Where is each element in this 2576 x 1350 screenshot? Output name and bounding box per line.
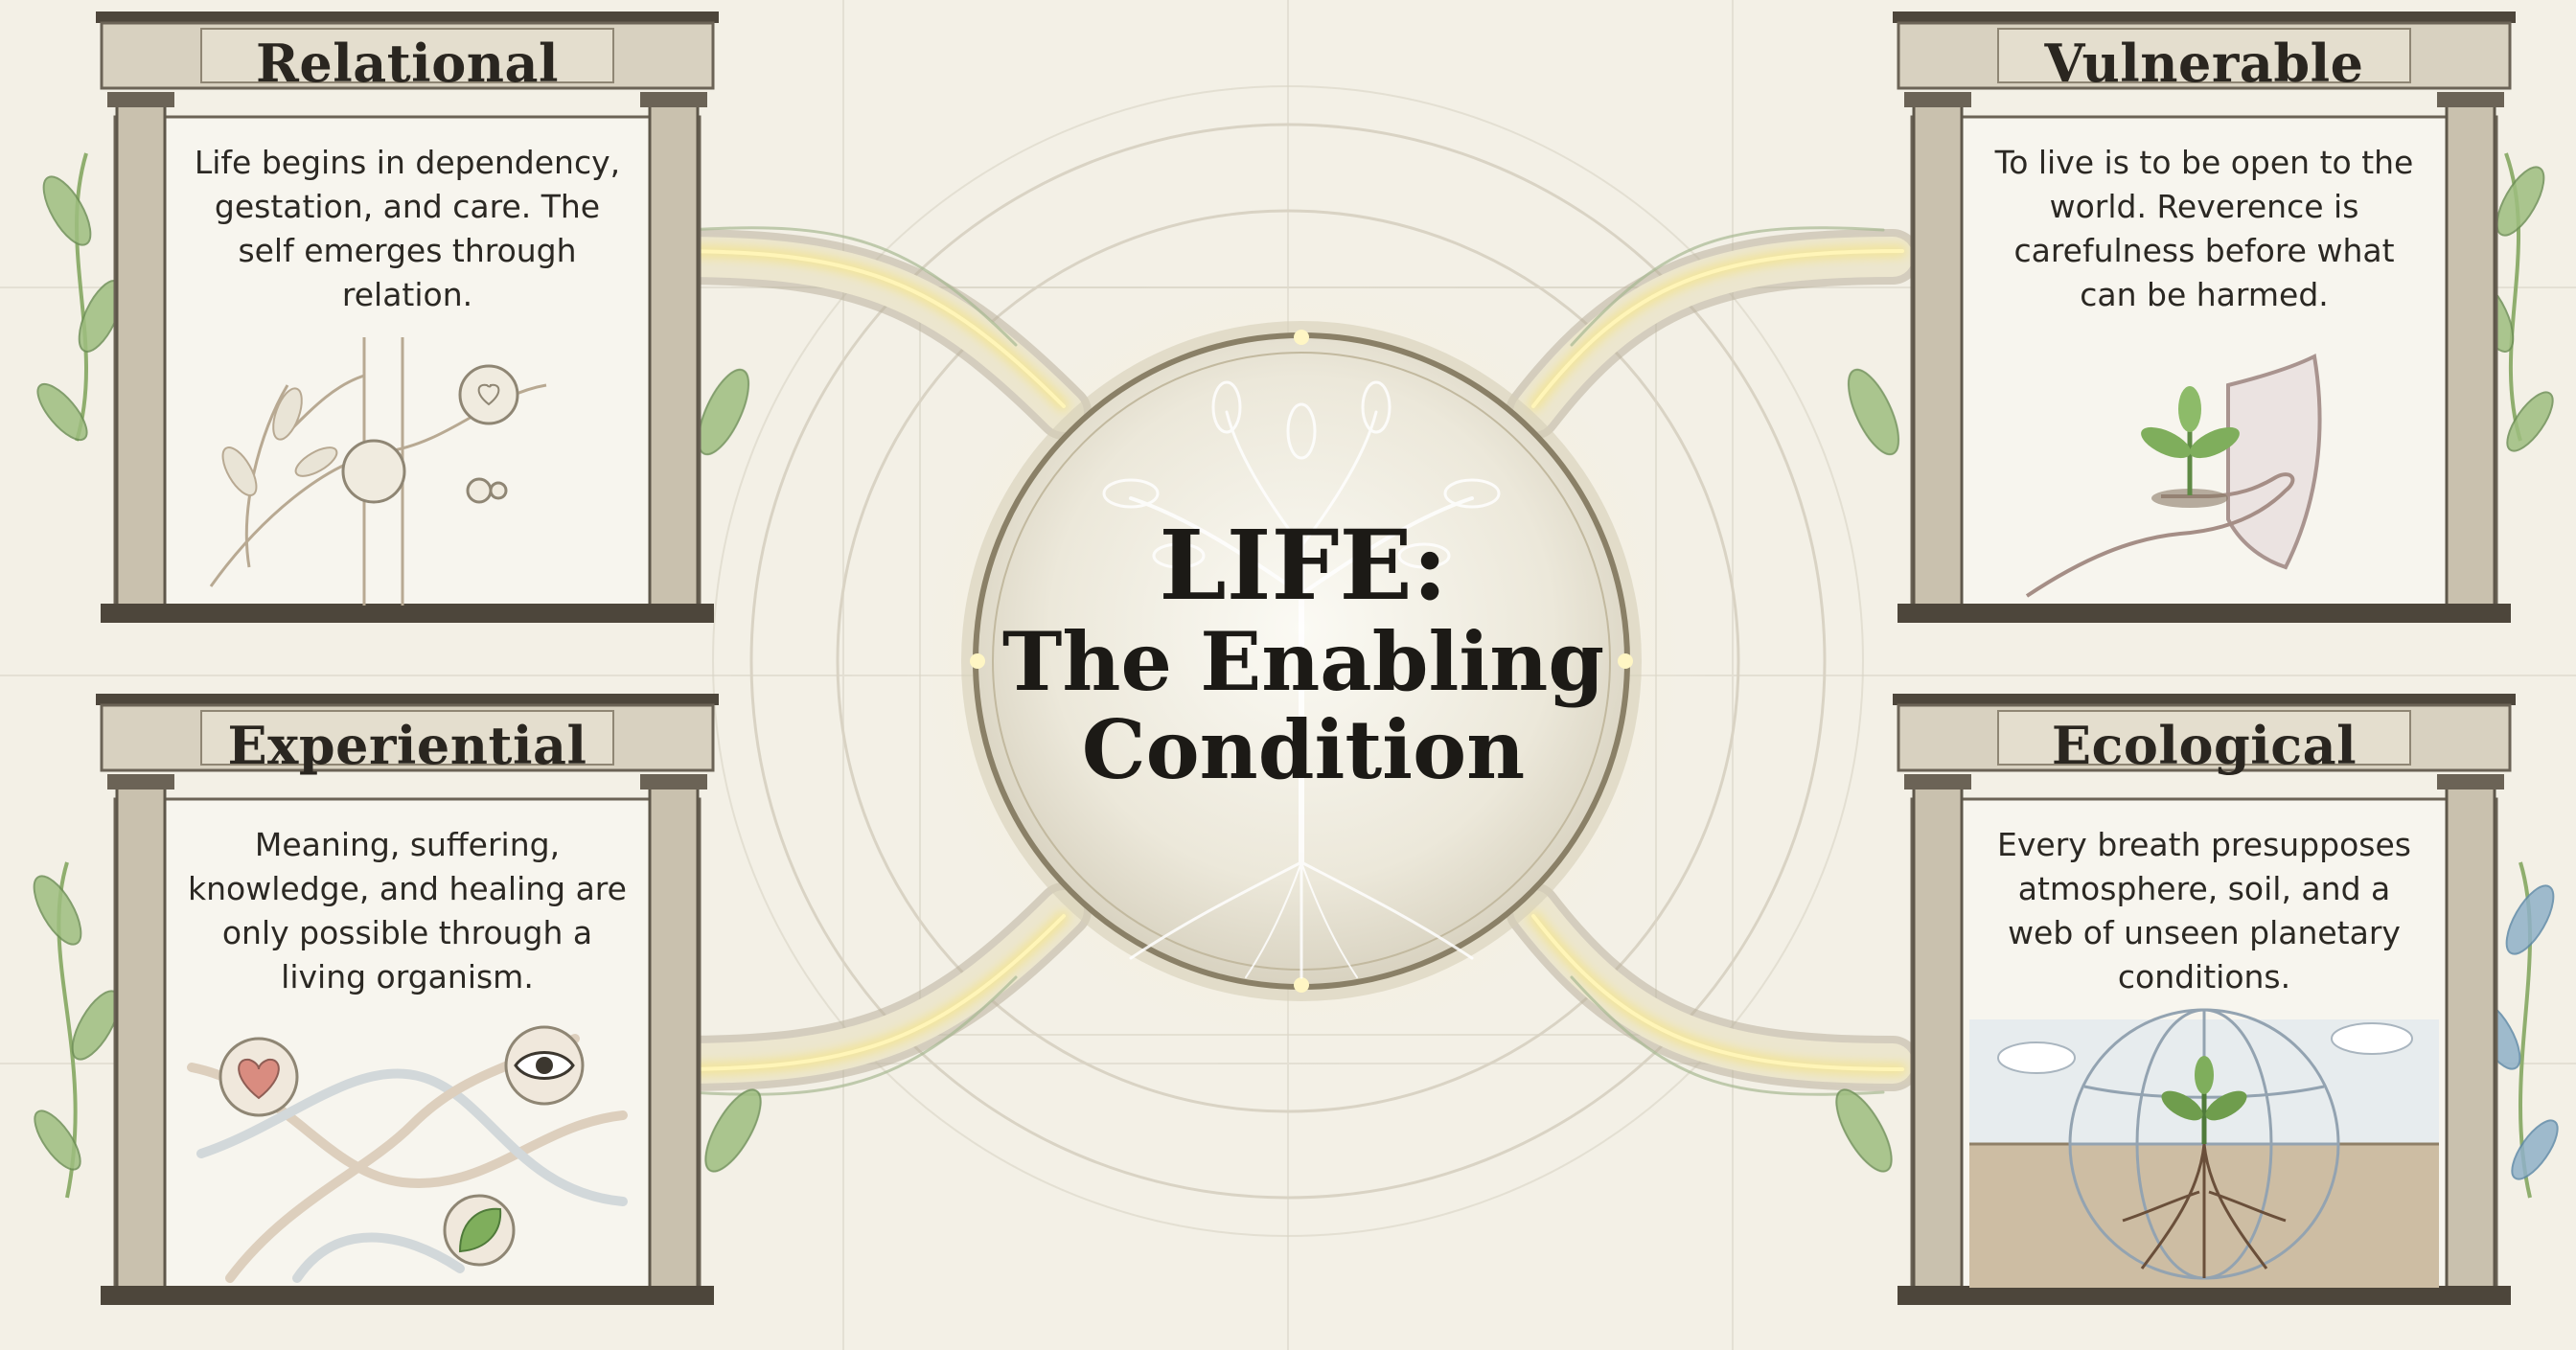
panel-title: Vulnerable: [1893, 33, 2516, 94]
eye-icon: [506, 1027, 583, 1104]
hub-title-line2: The Enabling: [997, 618, 1610, 706]
panel-title: Ecological: [1893, 715, 2516, 776]
panel-description: Meaning, suffering, knowledge, and heali…: [187, 823, 628, 999]
heart-icon: [460, 366, 518, 423]
panel-title: Relational: [96, 33, 719, 94]
panel-experiential: Experiential Meaning, suffering, knowled…: [96, 694, 719, 1307]
panel-description: Every breath presupposes atmosphere, soi…: [1984, 823, 2425, 999]
vulnerable-illustration: [1969, 299, 2439, 606]
experiential-illustration: [172, 981, 642, 1288]
panel-title: Experiential: [96, 715, 719, 776]
hub-title: LIFE: The Enabling Condition: [997, 513, 1610, 794]
shield-icon: [2228, 356, 2320, 567]
panel-relational: Relational Life begins in dependency, ge…: [96, 11, 719, 625]
panel-description: Life begins in dependency, gestation, an…: [187, 141, 628, 317]
panel-description: To live is to be open to the world. Reve…: [1984, 141, 2425, 317]
hub-title-line3: Condition: [997, 706, 1610, 794]
leaf-icon: [445, 1196, 514, 1265]
heart-icon: [220, 1039, 297, 1115]
panel-vulnerable: Vulnerable To live is to be open to the …: [1893, 11, 2516, 625]
hub-title-line1: LIFE:: [997, 513, 1610, 618]
ecological-illustration: [1969, 981, 2439, 1288]
panel-ecological: Ecological Every breath presupposes atmo…: [1893, 694, 2516, 1307]
relational-illustration: [172, 299, 642, 606]
